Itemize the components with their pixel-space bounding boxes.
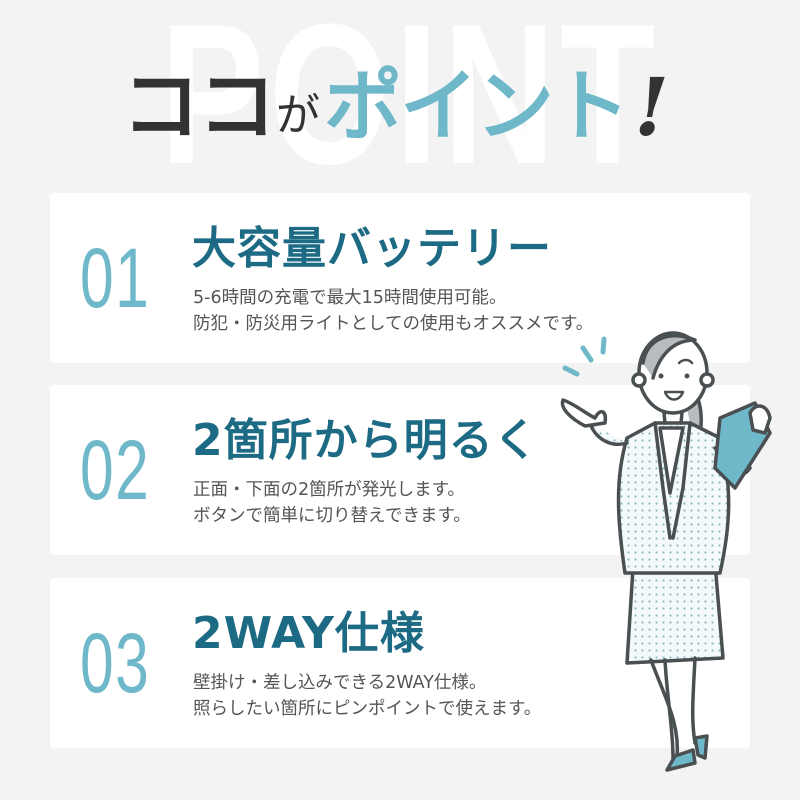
point-number: 01 (80, 231, 151, 325)
point-card-01: 01 大容量バッテリー 5-6時間の充電で最大15時間使用可能。 防犯・防災用ラ… (50, 193, 750, 363)
description-line: 正面・下面の2箇所が発光します。 (193, 480, 465, 500)
headline-exclamation: ! (634, 60, 670, 154)
headline-part-point: ポイント (324, 62, 630, 152)
description-line: 5-6時間の充電で最大15時間使用可能。 (193, 288, 507, 308)
point-title: 2箇所から明るく (192, 415, 539, 466)
point-number: 03 (80, 616, 151, 710)
description-line: ボタンで簡単に切り替えできます。 (193, 506, 471, 526)
point-description: 壁掛け・差し込みできる2WAY仕様。 照らしたい箇所にピンポイントで使えます。 (193, 670, 541, 722)
headline-part-ga: が (276, 90, 321, 141)
page-headline: ココ が ポイント ! (122, 62, 669, 152)
woman-illustration (560, 331, 772, 772)
point-description: 5-6時間の充電で最大15時間使用可能。 防犯・防災用ライトとしての使用もオスス… (193, 285, 593, 337)
description-line: 防犯・防災用ライトとしての使用もオススメです。 (193, 314, 594, 334)
headline-part-koko: ココ (122, 62, 276, 152)
point-title: 2WAY仕様 (192, 608, 425, 659)
description-line: 照らしたい箇所にピンポイントで使えます。 (193, 699, 542, 719)
description-line: 壁掛け・差し込みできる2WAY仕様。 (193, 673, 487, 693)
point-description: 正面・下面の2箇所が発光します。 ボタンで簡単に切り替えできます。 (193, 477, 471, 529)
point-number: 02 (80, 423, 151, 517)
point-title: 大容量バッテリー (192, 223, 552, 274)
